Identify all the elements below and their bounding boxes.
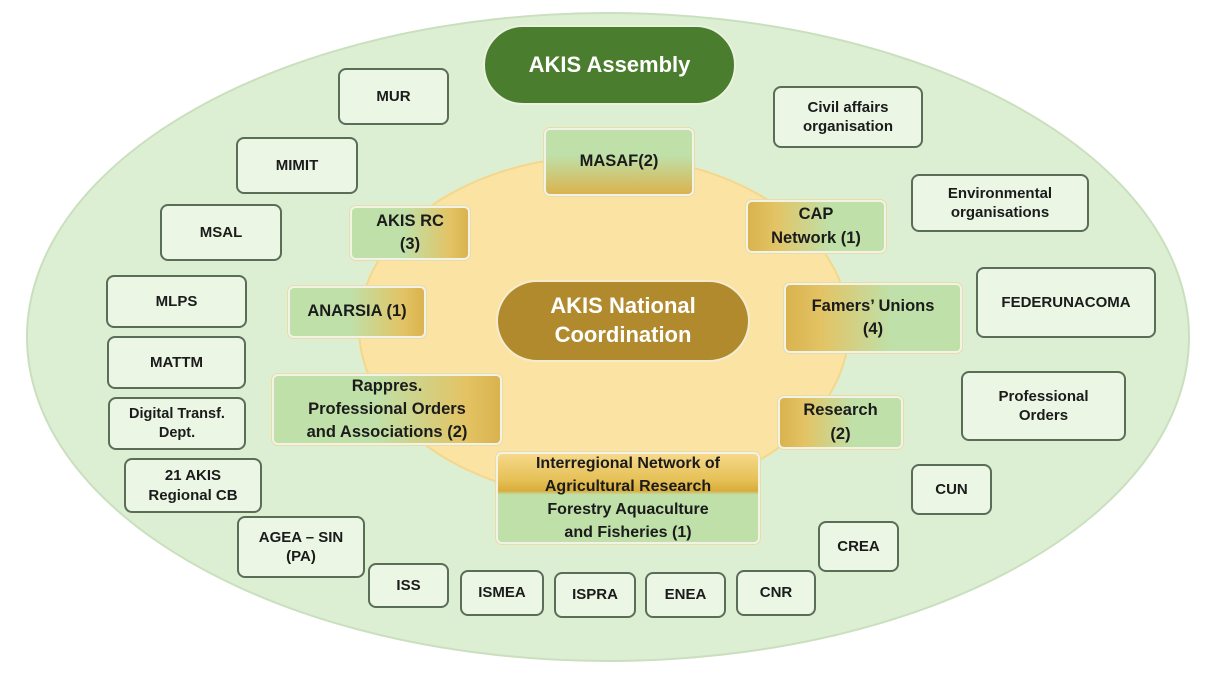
node-rappres-label: Rappres. Professional Orders and Associa… bbox=[306, 376, 468, 442]
node-mur: MUR bbox=[338, 68, 449, 125]
node-anarsia: ANARSIA (1) bbox=[288, 286, 426, 338]
node-cap-network: CAP Network (1) bbox=[746, 200, 886, 253]
node-famers-unions: Famers’ Unions (4) bbox=[784, 283, 962, 353]
node-masaf: MASAF(2) bbox=[544, 128, 694, 196]
node-professional-orders: Professional Orders bbox=[961, 371, 1126, 441]
node-ispra: ISPRA bbox=[554, 572, 636, 618]
node-akis-regional-cb-label: 21 AKIS Regional CB bbox=[148, 467, 238, 504]
node-interregional-network: Interregional Network of Agricultural Re… bbox=[496, 452, 760, 544]
node-rappres: Rappres. Professional Orders and Associa… bbox=[272, 374, 502, 445]
node-federunacoma-label: FEDERUNACOMA bbox=[1001, 293, 1131, 311]
node-cap-network-label: CAP Network (1) bbox=[771, 205, 861, 247]
node-interregional-network-label: Interregional Network of Agricultural Re… bbox=[535, 454, 721, 542]
node-famers-unions-label: Famers’ Unions (4) bbox=[811, 296, 935, 338]
akis-assembly-label: AKIS Assembly bbox=[528, 52, 691, 77]
akis-national-coordination: AKIS National Coordination bbox=[496, 280, 750, 362]
node-crea: CREA bbox=[818, 521, 899, 572]
node-agea-sin: AGEA – SIN (PA) bbox=[237, 516, 365, 578]
node-research: Research (2) bbox=[778, 396, 903, 449]
node-mattm-label: MATTM bbox=[149, 353, 204, 371]
node-federunacoma: FEDERUNACOMA bbox=[976, 267, 1156, 338]
node-akis-rc: AKIS RC (3) bbox=[350, 206, 470, 260]
node-ismea-label: ISMEA bbox=[478, 584, 526, 602]
node-crea-label: CREA bbox=[837, 537, 880, 555]
node-cnr: CNR bbox=[736, 570, 816, 616]
node-mimit: MIMIT bbox=[236, 137, 358, 194]
node-research-label: Research (2) bbox=[803, 401, 878, 443]
node-msal: MSAL bbox=[160, 204, 282, 261]
akis-national-coordination-label: AKIS National Coordination bbox=[550, 293, 696, 347]
node-agea-sin-label: AGEA – SIN (PA) bbox=[258, 528, 344, 566]
node-cun: CUN bbox=[911, 464, 992, 515]
node-akis-rc-label: AKIS RC (3) bbox=[376, 211, 444, 253]
node-akis-regional-cb: 21 AKIS Regional CB bbox=[124, 458, 262, 513]
node-digital-transf-dept: Digital Transf. Dept. bbox=[108, 397, 246, 450]
node-iss: ISS bbox=[368, 563, 449, 608]
node-ismea: ISMEA bbox=[460, 570, 544, 616]
node-digital-transf-dept-label: Digital Transf. Dept. bbox=[129, 405, 225, 441]
node-mur-label: MUR bbox=[376, 87, 411, 105]
node-mlps: MLPS bbox=[106, 275, 247, 328]
node-cnr-label: CNR bbox=[759, 584, 793, 602]
node-anarsia-label: ANARSIA (1) bbox=[307, 302, 407, 321]
node-masaf-label: MASAF(2) bbox=[579, 152, 659, 171]
node-professional-orders-label: Professional Orders bbox=[998, 387, 1089, 425]
node-mattm: MATTM bbox=[107, 336, 246, 389]
node-enea-label: ENEA bbox=[664, 586, 707, 604]
node-mlps-label: MLPS bbox=[155, 292, 198, 310]
node-msal-label: MSAL bbox=[199, 223, 243, 241]
akis-assembly: AKIS Assembly bbox=[483, 25, 736, 105]
node-civil-affairs: Civil affairs organisation bbox=[773, 86, 923, 148]
node-cun-label: CUN bbox=[935, 480, 968, 498]
node-mimit-label: MIMIT bbox=[275, 156, 319, 174]
node-environmental-label: Environmental organisations bbox=[947, 184, 1053, 222]
node-ispra-label: ISPRA bbox=[572, 586, 618, 604]
node-environmental: Environmental organisations bbox=[911, 174, 1089, 232]
node-civil-affairs-label: Civil affairs organisation bbox=[802, 98, 893, 136]
node-iss-label: ISS bbox=[396, 576, 421, 594]
node-enea: ENEA bbox=[645, 572, 726, 618]
